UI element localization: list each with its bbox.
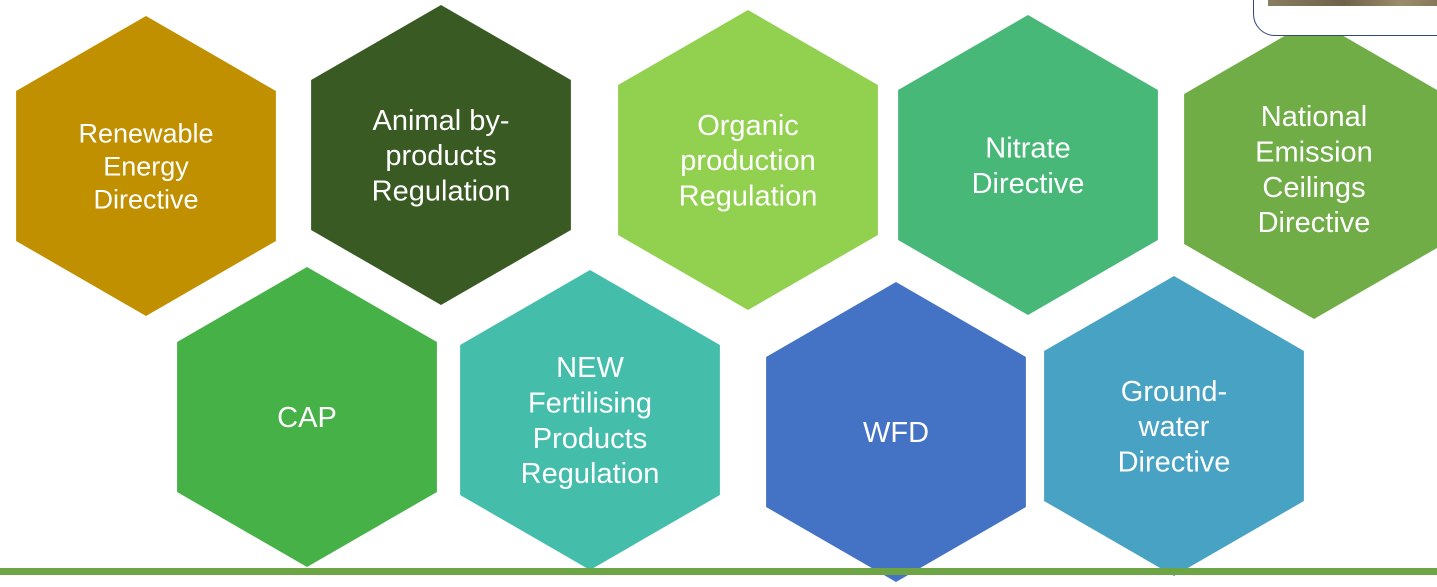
hexagon-shape	[460, 270, 720, 570]
hexagon-shape	[766, 282, 1026, 582]
hexagon-label-line: NEW	[556, 352, 624, 384]
hexagon-shape	[1184, 19, 1437, 319]
hexagon-label-line: water	[1138, 411, 1210, 443]
hexagon-label-line: Animal by-	[373, 105, 510, 137]
hexagon-label-line: Directive	[972, 168, 1085, 200]
hexagon-label-line: Emission	[1255, 137, 1373, 169]
hexagon-label-line: Ground-	[1121, 376, 1227, 408]
hexagon-shape	[177, 267, 437, 567]
hexagon-label-line: products	[385, 140, 496, 172]
hexagon-label-line: Fertilising	[528, 388, 652, 420]
hexagon-shape	[618, 10, 878, 310]
hexagon-label-line: National	[1261, 101, 1367, 133]
hexagon-label-line: Directive	[1258, 207, 1371, 239]
hexagon-label-line: WFD	[863, 417, 929, 449]
hexagon-cap: CAP	[177, 267, 437, 567]
hexagon-label-line: production	[680, 145, 815, 177]
footer-divider	[0, 568, 1437, 575]
hexagon-shape	[1044, 276, 1304, 576]
photo-thumbnail	[1268, 0, 1437, 6]
hexagon-label-line: Renewable	[78, 119, 213, 149]
hexagon-label-line: Nitrate	[985, 133, 1070, 165]
hexagon-label-line: Organic	[697, 110, 799, 142]
hexagon-label-line: CAP	[277, 402, 337, 434]
hexagon-wfd: WFD	[766, 282, 1026, 582]
hexagon-shape	[311, 5, 571, 305]
hexagon-label-line: Energy	[103, 151, 189, 181]
hexagon-shape	[16, 16, 276, 316]
hexagon-label-line: Ceilings	[1262, 172, 1365, 204]
photo-callout	[1253, 0, 1437, 36]
hexagon-label-line: Directive	[1118, 447, 1231, 479]
hexagon-label-line: Regulation	[372, 176, 511, 208]
hexagon-shape	[898, 15, 1158, 315]
hexagon-label-line: Regulation	[521, 458, 660, 490]
hexagon-label-line: Regulation	[679, 181, 818, 213]
hexagon-label-line: Directive	[93, 184, 198, 214]
hexagon-label-line: Products	[533, 423, 647, 455]
